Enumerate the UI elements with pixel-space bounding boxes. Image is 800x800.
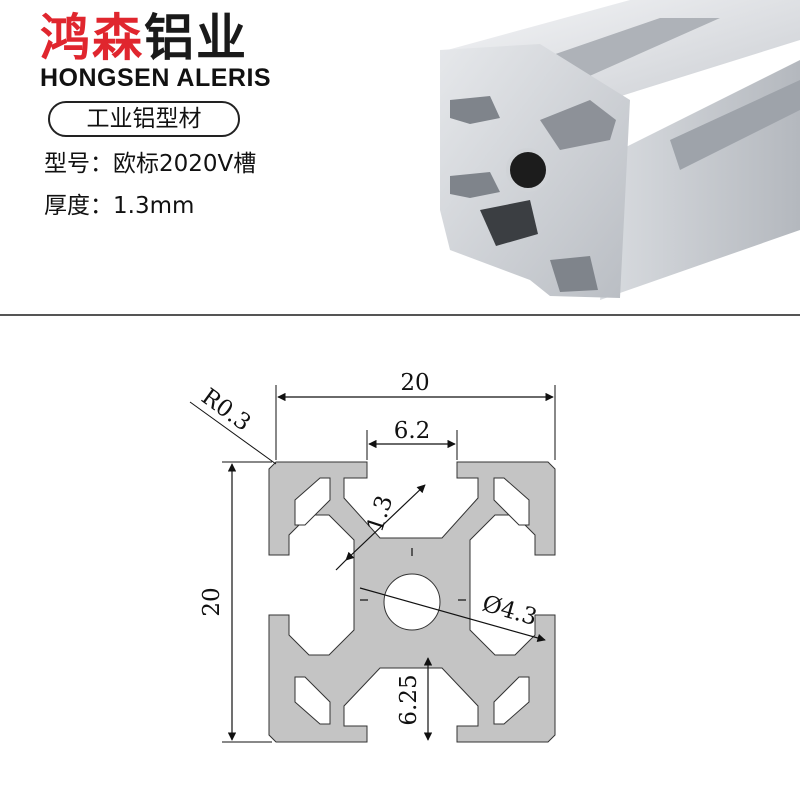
spec-model-label: 型号： bbox=[44, 151, 113, 177]
brand-name-cn: 鸿森铝业 bbox=[40, 8, 248, 68]
product-tag: 工业铝型材 bbox=[48, 101, 240, 137]
cross-section-drawing: 20 6.2 20 R0.3 1.3 Ø4.3 6.25 bbox=[189, 370, 556, 743]
dim-wall: 1.3 bbox=[362, 492, 398, 535]
spec-model: 型号：欧标2020V槽 bbox=[44, 144, 256, 178]
side-slot-shadow bbox=[670, 80, 800, 170]
brand-name-part2: 铝业 bbox=[144, 9, 248, 67]
dimension-lines bbox=[227, 392, 554, 741]
profile-pockets bbox=[294, 477, 530, 725]
dim-width: 20 bbox=[400, 370, 429, 396]
section-divider bbox=[0, 314, 800, 316]
dim-bore: Ø4.3 bbox=[479, 591, 539, 631]
spec-thickness-label: 厚度： bbox=[44, 193, 113, 219]
spec-thickness-value: 1.3mm bbox=[113, 193, 195, 219]
rail-end-face bbox=[440, 44, 630, 298]
spec-model-value: 欧标2020V槽 bbox=[113, 151, 257, 177]
extension-lines bbox=[189, 385, 556, 743]
dim-radius: R0.3 bbox=[196, 384, 255, 437]
spec-thickness: 厚度：1.3mm bbox=[44, 186, 194, 220]
brand-name-part1: 鸿森 bbox=[40, 9, 144, 67]
dim-slot-depth: 6.25 bbox=[396, 674, 422, 725]
dim-slot-opening: 6.2 bbox=[394, 418, 431, 444]
dim-height: 20 bbox=[199, 587, 225, 616]
brand-name-en: HONGSEN ALERIS bbox=[40, 64, 272, 92]
product-photo bbox=[440, 0, 800, 300]
